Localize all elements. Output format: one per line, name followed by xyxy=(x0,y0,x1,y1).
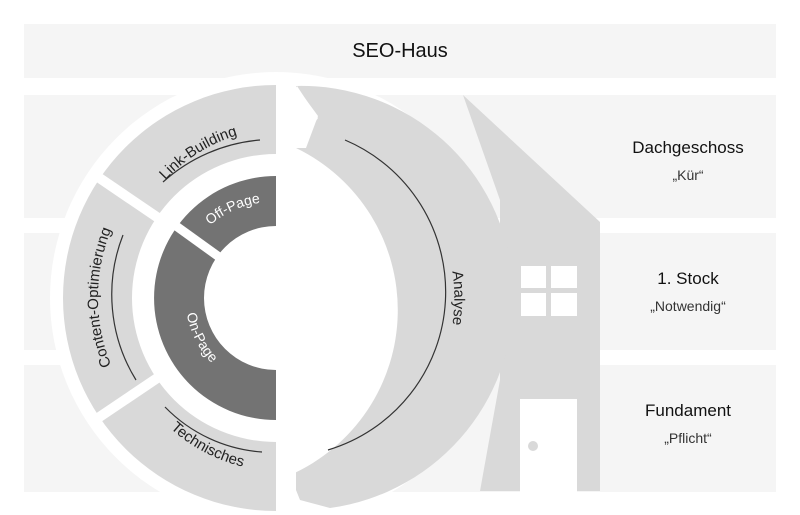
floor-tagline: „Pflicht“ xyxy=(664,430,712,446)
floor-label-first: 1. Stock „Notwendig“ xyxy=(600,269,776,314)
page-title: SEO-Haus xyxy=(352,39,448,62)
analyse-arrow: Analyse xyxy=(290,85,514,509)
floor-name: 1. Stock xyxy=(657,269,719,288)
floor-label-roof: Dachgeschoss „Kür“ xyxy=(600,138,776,183)
floor-name: Dachgeschoss xyxy=(632,138,744,157)
floor-tagline: „Notwendig“ xyxy=(650,298,726,314)
floor-label-foundation: Fundament „Pflicht“ xyxy=(600,401,776,446)
house-icon xyxy=(463,95,600,492)
inner-ring xyxy=(154,176,279,420)
floor-name: Fundament xyxy=(645,401,731,420)
floor-tagline: „Kür“ xyxy=(672,167,704,183)
title-band: SEO-Haus xyxy=(24,24,776,78)
